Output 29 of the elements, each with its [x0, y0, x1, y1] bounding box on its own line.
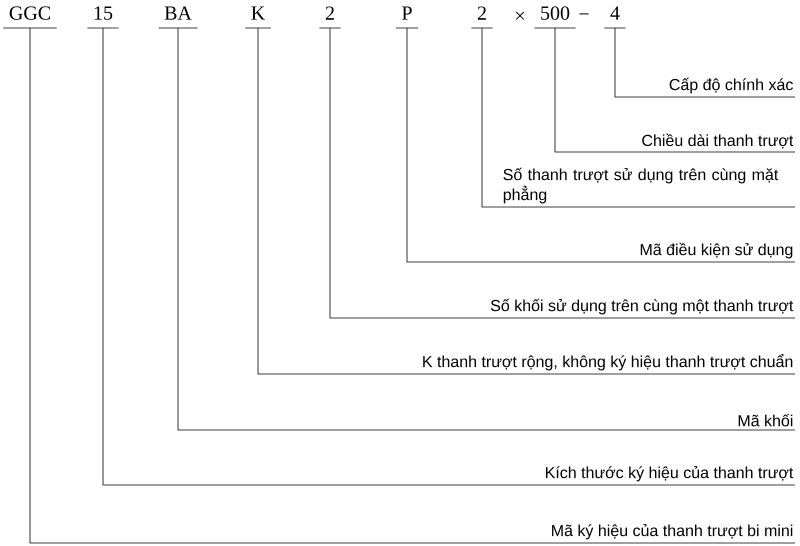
description-text: Chiều dài thanh trượt	[642, 134, 794, 148]
description-text: Mã khối	[738, 414, 792, 426]
leader-line	[406, 28, 796, 262]
code-segment: 500	[534, 6, 576, 28]
code-segment: GGC	[2, 6, 58, 28]
code-segment: P	[395, 6, 419, 28]
code-segment: 4	[604, 6, 626, 28]
leader-line	[178, 28, 796, 430]
leader-line	[554, 28, 796, 152]
leader-line	[258, 28, 796, 374]
code-segment: 2	[471, 6, 493, 28]
description-text: Cấp độ chính xác	[670, 78, 793, 94]
code-segment: BA	[158, 6, 198, 28]
description-text: Mã điều kiện sử dụng	[640, 242, 792, 258]
leader-line	[614, 28, 796, 98]
code-segment: K	[244, 6, 272, 28]
code-separator: ×	[516, 12, 524, 20]
description-text: Mã ký hiệu của thanh trượt bi mini	[552, 524, 792, 540]
code-separator: −	[579, 13, 589, 14]
description-text: Số thanh trượt sử dụng trên cùng mặt phẳng	[503, 168, 778, 204]
code-segment: 15	[87, 6, 119, 28]
leader-line	[330, 28, 796, 318]
code-segment: 2	[319, 6, 341, 28]
description-text: Kích thước ký hiệu của thanh trượt	[546, 466, 794, 482]
leader-line	[102, 28, 796, 486]
description-text: K thanh trượt rộng, không ký hiệu thanh trượt chuẩn	[423, 354, 792, 370]
description-text: Số khối sử dụng trên cùng một thanh trượt	[490, 298, 794, 314]
leader-line	[482, 28, 796, 208]
leader-line	[30, 28, 796, 544]
